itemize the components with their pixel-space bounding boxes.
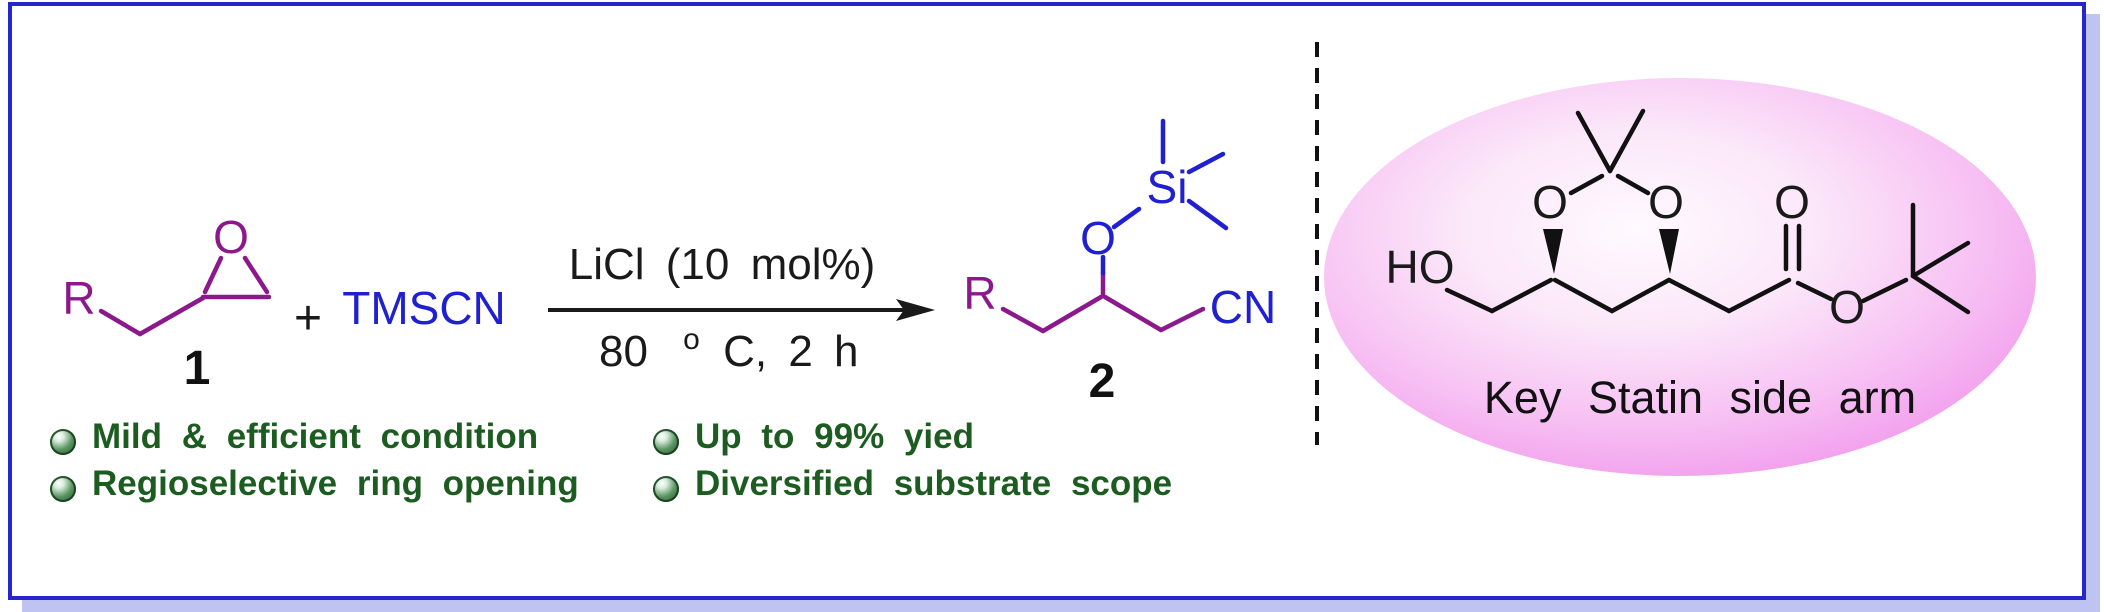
compound1-structure [98,255,272,337]
ester-bonds [1783,202,1971,315]
wedge-bond-left [1543,229,1563,274]
compound2-si-label: Si [1147,161,1188,213]
compound1-r-label: R [62,272,95,324]
feature-text: Regioselective ring opening [92,464,579,503]
compound2-structure [1000,118,1229,334]
reaction-arrow [548,299,935,321]
feature-row-4: Diversified substrate scope [653,463,1172,505]
compound2-r-label: R [963,267,996,319]
reagent-tmscn: TMSCN [342,282,506,334]
feature-row-1: Mild & efficient condition [50,416,538,458]
carbonyl-o-label: O [1774,176,1810,228]
bullet-sphere-icon [653,429,679,455]
compound1-epoxide-o-label: O [213,211,249,263]
statin-structure [1444,108,1971,315]
compound1-number: 1 [184,342,211,395]
acetal-o-left-label: O [1532,176,1568,228]
compound2-o-label: O [1080,212,1116,264]
frame-border [8,2,2086,600]
compound2-chain-bonds [1000,270,1206,334]
condition-above: LiCl (10 mol%) [569,240,876,289]
acetonide-bonds [1568,108,1651,196]
highlight-ellipse [1324,78,2036,476]
bullet-sphere-icon [50,429,76,455]
compound2-cn-label: CN [1210,281,1276,333]
wedge-bond-right [1659,229,1679,274]
compound2-silyl-bonds [1100,118,1229,276]
acetal-o-right-label: O [1648,176,1684,228]
bullet-sphere-icon [50,476,76,502]
feature-row-3: Up to 99% yied [653,416,974,458]
feature-text: Mild & efficient condition [92,417,539,456]
ester-o-label: O [1829,281,1865,333]
compound2-number: 2 [1089,355,1116,408]
plus-sign: + [294,292,322,345]
condition-below: 80 o C, 2 h [599,310,858,376]
statin-ho-label: HO [1386,241,1455,293]
feature-row-2: Regioselective ring opening [50,463,579,505]
compound1-bonds [98,255,272,337]
feature-text: Diversified substrate scope [695,464,1173,503]
ellipse-caption: Key Statin side arm [1484,372,1916,423]
arrow-head [896,299,935,321]
feature-text: Up to 99% yied [695,417,974,456]
bullet-sphere-icon [653,476,679,502]
statin-chain-bonds [1444,277,1792,314]
